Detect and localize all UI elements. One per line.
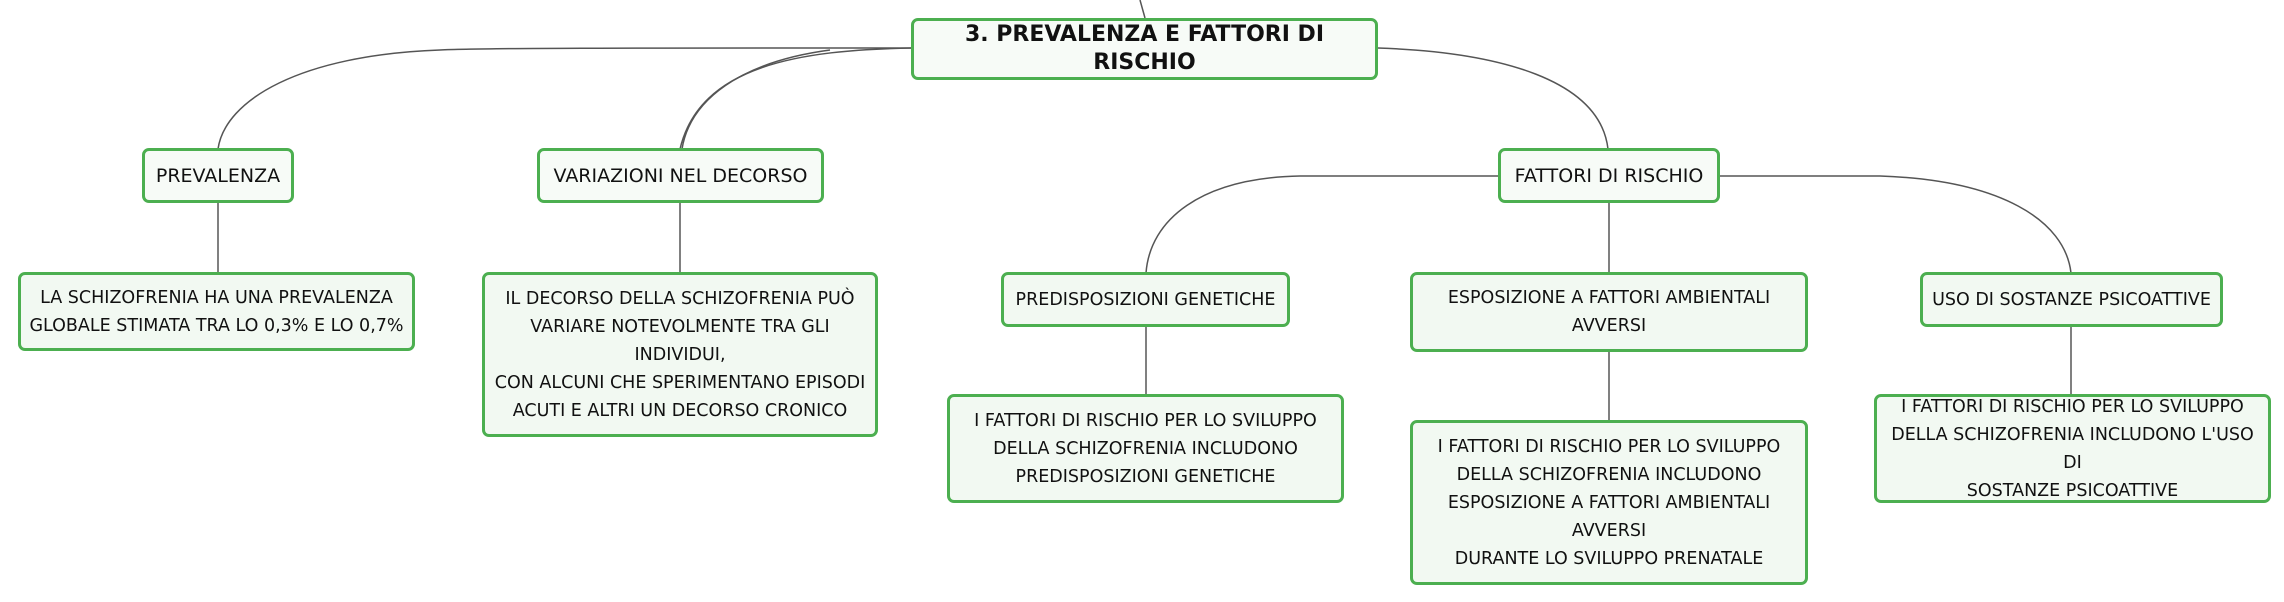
root-topic-node[interactable]: 3. PREVALENZA E FATTORI DI RISCHIO	[911, 18, 1378, 80]
predisposizioni-genetiche-description-node[interactable]: I FATTORI DI RISCHIO PER LO SVILUPPO DEL…	[947, 394, 1344, 503]
sostanze-psicoattive-node[interactable]: USO DI SOSTANZE PSICOATTIVE	[1920, 272, 2223, 327]
variazioni-decorso-description-node[interactable]: IL DECORSO DELLA SCHIZOFRENIA PUÒ VARIAR…	[482, 272, 878, 437]
fattori-di-rischio-node[interactable]: FATTORI DI RISCHIO	[1498, 148, 1720, 203]
connector-root-to-variazioni	[679, 47, 913, 150]
connector-parent-to-root	[1139, 0, 1146, 19]
variazioni-decorso-node[interactable]: VARIAZIONI NEL DECORSO	[537, 148, 824, 203]
connector-root-to-variazioni-arc	[681, 49, 831, 150]
sostanze-psicoattive-description-node[interactable]: I FATTORI DI RISCHIO PER LO SVILUPPO DEL…	[1874, 394, 2271, 503]
prevalenza-description-node[interactable]: LA SCHIZOFRENIA HA UNA PREVALENZA GLOBAL…	[18, 272, 415, 351]
connector-root-to-prevalenza	[217, 47, 913, 150]
prevalenza-node[interactable]: PREVALENZA	[142, 148, 294, 203]
connector-fattori-to-genetiche	[1145, 175, 1498, 274]
fattori-ambientali-node[interactable]: ESPOSIZIONE A FATTORI AMBIENTALI AVVERSI	[1410, 272, 1808, 352]
connector-fattori-to-sostanze	[1720, 175, 2072, 274]
predisposizioni-genetiche-node[interactable]: PREDISPOSIZIONI GENETICHE	[1001, 272, 1290, 327]
connector-root-to-fattori	[1377, 47, 1609, 150]
fattori-ambientali-description-node[interactable]: I FATTORI DI RISCHIO PER LO SVILUPPO DEL…	[1410, 420, 1808, 585]
